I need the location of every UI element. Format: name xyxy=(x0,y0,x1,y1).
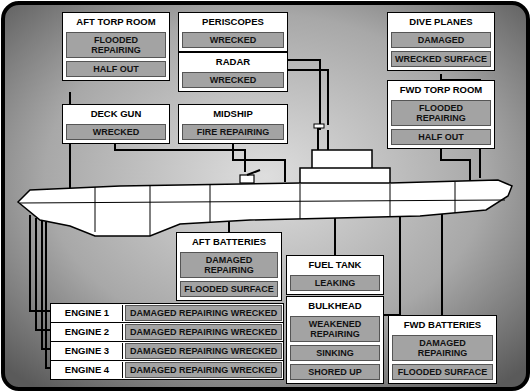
engine-row: ENGINE 3 DAMAGED REPAIRING WRECKED xyxy=(50,341,284,361)
status-panel: BULKHEAD WEAKENED REPAIRING SINKING SHORED … xyxy=(286,296,384,384)
status-text: WRECKED xyxy=(186,35,280,45)
status-panel: AFT TORP ROOM FLOODED REPAIRING HALF OUT xyxy=(62,12,170,81)
status-cell: FLOODED SURFACE xyxy=(392,364,493,380)
status-cell: DAMAGED REPAIRING WRECKED xyxy=(125,343,282,359)
status-text: FLOODED SURFACE xyxy=(184,284,274,294)
panel-heading: ENGINE 3 xyxy=(52,343,123,359)
status-text: DAMAGED REPAIRING WRECKED xyxy=(130,346,277,356)
engine-row: ENGINE 2 DAMAGED REPAIRING WRECKED xyxy=(50,322,284,342)
panel-heading: MIDSHIP xyxy=(182,107,284,121)
status-panel: DECK GUN WRECKED xyxy=(62,104,170,144)
status-text: DAMAGED REPAIRING WRECKED xyxy=(130,365,277,375)
panel-heading: FWD BATTERIES xyxy=(392,318,493,332)
engine-row: ENGINE 4 DAMAGED REPAIRING WRECKED xyxy=(50,360,284,380)
status-text: WRECKED SURFACE xyxy=(395,54,487,64)
status-cell: FIRE REPAIRING xyxy=(182,124,284,140)
status-text: FLOODED SURFACE xyxy=(396,367,489,377)
status-cell: DAMAGED REPAIRING xyxy=(392,335,493,361)
status-cell: SINKING xyxy=(290,345,380,361)
status-panel: DIVE PLANES DAMAGED WRECKED SURFACE xyxy=(387,12,495,71)
status-cell: FLOODED REPAIRING xyxy=(66,32,166,58)
status-cell: WRECKED xyxy=(182,72,284,88)
status-cell: FLOODED SURFACE xyxy=(180,281,278,297)
panel-heading: ENGINE 4 xyxy=(52,362,123,378)
status-text: DAMAGED REPAIRING WRECKED xyxy=(130,327,277,337)
status-text: FLOODED REPAIRING xyxy=(395,103,487,123)
status-text: DAMAGED xyxy=(395,35,487,45)
status-cell: WEAKENED REPAIRING xyxy=(290,316,380,342)
panel-heading: DIVE PLANES xyxy=(391,15,491,29)
panel-heading: ENGINE 1 xyxy=(52,305,123,321)
status-cell: WRECKED xyxy=(182,32,284,48)
status-text: WEAKENED REPAIRING xyxy=(294,319,376,339)
status-cell: WRECKED SURFACE xyxy=(391,51,491,67)
panel-heading: AFT BATTERIES xyxy=(180,235,278,249)
panel-heading: ENGINE 2 xyxy=(52,324,123,340)
status-text: WRECKED xyxy=(70,127,162,137)
status-panel: FUEL TANK LEAKING xyxy=(286,255,384,295)
panel-heading: RADAR xyxy=(182,55,284,69)
panel-heading: BULKHEAD xyxy=(290,299,380,313)
panel-heading: FUEL TANK xyxy=(290,258,380,272)
status-cell: DAMAGED REPAIRING WRECKED xyxy=(125,305,282,321)
status-cell: FLOODED REPAIRING xyxy=(391,100,491,126)
status-cell: WRECKED xyxy=(66,124,166,140)
status-panel: FWD TORP ROOM FLOODED REPAIRING HALF OUT xyxy=(387,80,495,149)
status-panel: RADAR WRECKED xyxy=(178,52,288,92)
status-text: FLOODED REPAIRING xyxy=(70,35,162,55)
status-cell: DAMAGED REPAIRING WRECKED xyxy=(125,362,282,378)
status-text: DAMAGED REPAIRING WRECKED xyxy=(130,308,277,318)
status-cell: DAMAGED REPAIRING xyxy=(180,252,278,278)
panel-heading: DECK GUN xyxy=(66,107,166,121)
status-panel: FWD BATTERIES DAMAGED REPAIRING FLOODED SU… xyxy=(388,315,497,384)
status-panel: MIDSHIP FIRE REPAIRING xyxy=(178,104,288,144)
status-panel: PERISCOPES WRECKED xyxy=(178,12,288,52)
status-text: HALF OUT xyxy=(395,132,487,142)
status-cell: LEAKING xyxy=(290,275,380,291)
screen-frame xyxy=(3,3,528,389)
panel-heading: AFT TORP ROOM xyxy=(66,15,166,29)
status-text: HALF OUT xyxy=(70,64,162,74)
status-text: WRECKED xyxy=(186,75,280,85)
status-text: SINKING xyxy=(294,348,376,358)
status-text: LEAKING xyxy=(294,278,376,288)
panel-heading: PERISCOPES xyxy=(182,15,284,29)
status-text: SHORED UP xyxy=(294,367,376,377)
engine-row: ENGINE 1 DAMAGED REPAIRING WRECKED xyxy=(50,303,284,323)
status-cell: SHORED UP xyxy=(290,364,380,380)
status-panel: AFT BATTERIES DAMAGED REPAIRING FLOODED SU… xyxy=(176,232,282,301)
panel-heading: FWD TORP ROOM xyxy=(391,83,491,97)
status-cell: DAMAGED REPAIRING WRECKED xyxy=(125,324,282,340)
status-cell: DAMAGED xyxy=(391,32,491,48)
status-text: FIRE REPAIRING xyxy=(186,127,280,137)
status-cell: HALF OUT xyxy=(66,61,166,77)
status-text: DAMAGED REPAIRING xyxy=(184,255,274,275)
status-text: DAMAGED REPAIRING xyxy=(396,338,489,358)
status-cell: HALF OUT xyxy=(391,129,491,145)
